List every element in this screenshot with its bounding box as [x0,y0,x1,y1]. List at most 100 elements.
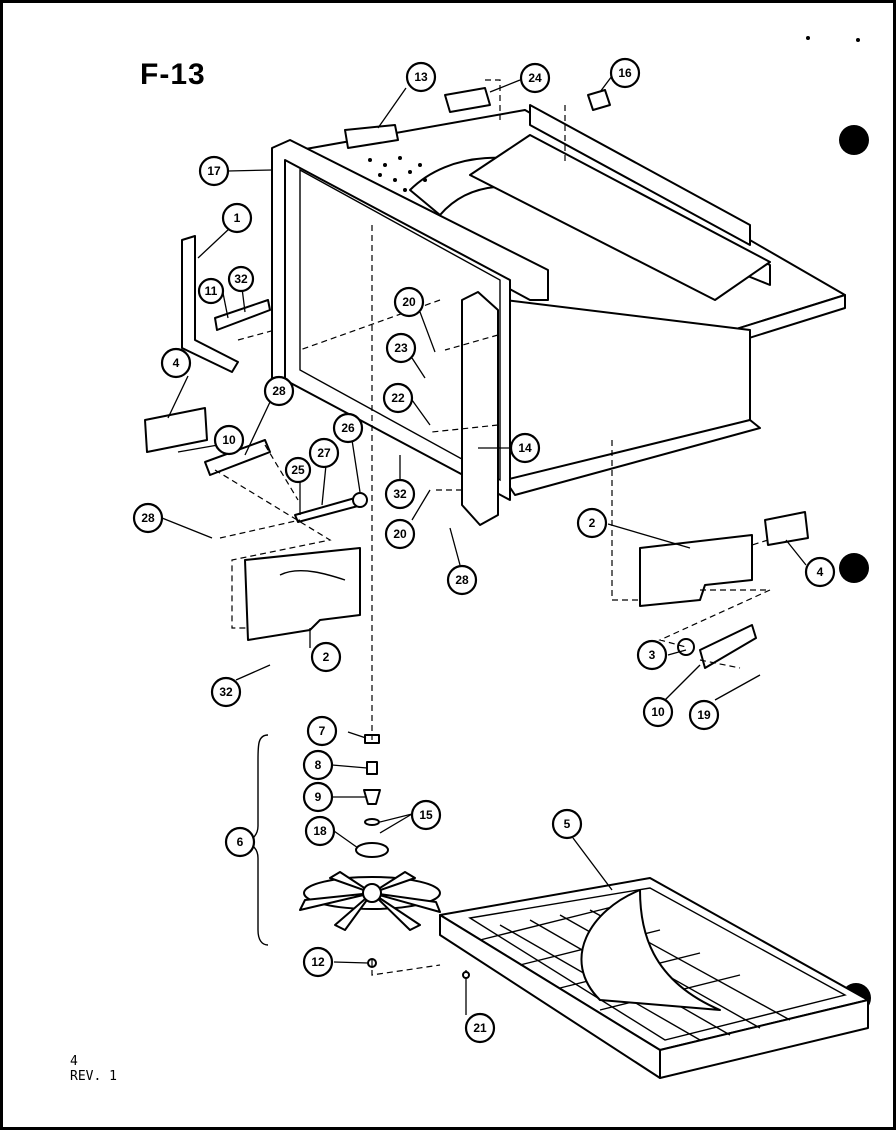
callout-4-right: 4 [804,556,836,588]
switch-right [699,624,757,669]
callout-28-upper: 28 [263,375,295,407]
mounting-bracket [461,291,499,526]
side-panel-right [639,534,753,607]
revision-label: REV. 1 [70,1069,117,1084]
grommet [677,638,695,656]
clip [587,89,611,111]
callout-32-top: 32 [227,265,255,293]
registration-dot-middle [839,553,869,583]
callout-18: 18 [304,815,336,847]
callout-32-bottom: 32 [210,676,242,708]
svg-text:10: 10 [222,433,236,447]
page-title: F-13 [140,58,206,91]
svg-text:24: 24 [528,71,542,85]
callout-20-lower: 20 [384,518,416,550]
callout-20-upper: 20 [393,286,425,318]
callout-7: 7 [306,715,338,747]
callout-24: 24 [519,62,551,94]
drain-pan [439,877,869,1079]
callout-10-left: 10 [213,424,245,456]
callout-13: 13 [405,61,437,93]
registration-dot-top [839,125,869,155]
svg-text:21: 21 [473,1021,487,1035]
svg-text:2: 2 [323,650,330,664]
svg-text:32: 32 [393,487,407,501]
callout-28-left: 28 [132,502,164,534]
callout-4-left: 4 [160,347,192,379]
callout-26: 26 [332,412,364,444]
callout-5: 5 [551,808,583,840]
callout-23: 23 [385,332,417,364]
svg-text:13: 13 [414,70,428,84]
svg-text:28: 28 [455,573,469,587]
fan-blade [299,871,441,931]
callout-16: 16 [609,57,641,89]
blower-scroll [409,156,771,286]
callout-32-middle: 32 [384,478,416,510]
svg-text:8: 8 [315,758,322,772]
svg-text:23: 23 [394,341,408,355]
page-number: 4 [70,1054,78,1069]
pivot-shaft [294,497,359,523]
svg-text:7: 7 [319,724,326,738]
cabinet-assembly [181,87,846,526]
svg-text:15: 15 [419,808,433,822]
svg-text:27: 27 [317,446,331,460]
svg-text:11: 11 [205,284,218,298]
svg-text:25: 25 [291,463,305,477]
svg-text:32: 32 [234,272,248,286]
svg-text:3: 3 [649,648,656,662]
callout-17: 17 [198,155,230,187]
callout-8: 8 [302,749,334,781]
callout-19: 19 [688,699,720,731]
divider-channel [469,134,771,301]
svg-text:28: 28 [272,384,286,398]
svg-text:5: 5 [564,817,571,831]
svg-text:18: 18 [313,824,327,838]
callout-9: 9 [302,781,334,813]
side-bracket [181,235,239,373]
svg-text:16: 16 [618,66,632,80]
svg-text:12: 12 [311,955,325,969]
callout-10-right: 10 [642,696,674,728]
connector-block [444,87,491,113]
callout-3: 3 [636,639,668,671]
label-plate-left [144,407,208,453]
svg-text:14: 14 [518,441,532,455]
callout-2-right: 2 [576,507,608,539]
fan-hub-stack [355,734,389,858]
page-footer: 4 REV. 1 [70,1054,117,1084]
svg-text:32: 32 [219,685,233,699]
svg-text:28: 28 [141,511,155,525]
switch-left [204,439,271,476]
callout-21: 21 [464,1012,496,1044]
svg-text:9: 9 [315,790,322,804]
gasket-strip [214,299,271,331]
svg-text:2: 2 [589,516,596,530]
side-panel-left [244,547,361,641]
callout-14: 14 [509,432,541,464]
callout-12: 12 [302,946,334,978]
svg-text:17: 17 [207,164,221,178]
callout-1: 1 [221,202,253,234]
callout-2-left: 2 [310,641,342,673]
svg-text:26: 26 [341,421,355,435]
svg-text:6: 6 [237,835,244,849]
label-plate-right [764,511,809,546]
svg-text:10: 10 [651,705,665,719]
svg-text:22: 22 [391,391,405,405]
callout-22: 22 [382,382,414,414]
callout-25: 25 [284,456,312,484]
callout-15: 15 [410,799,442,831]
svg-text:4: 4 [817,565,824,579]
svg-text:20: 20 [393,527,407,541]
callout-27: 27 [308,437,340,469]
callout-6: 6 [224,826,256,858]
svg-text:4: 4 [173,356,180,370]
callout-28-lower: 28 [446,564,478,596]
callout-11: 11 [197,277,225,305]
svg-text:1: 1 [234,211,241,225]
svg-text:20: 20 [402,295,416,309]
svg-text:19: 19 [697,708,711,722]
